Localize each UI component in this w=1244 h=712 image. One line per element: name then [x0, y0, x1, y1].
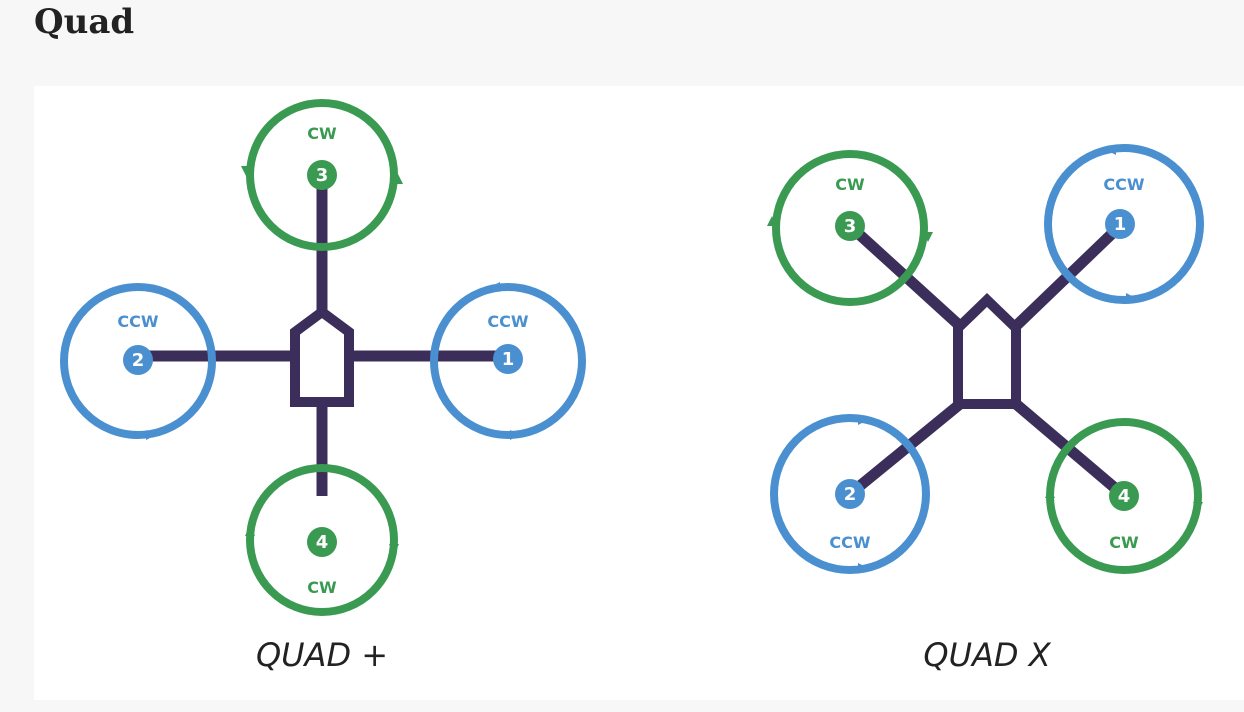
quad-plus-diagram: CW 3 4 CW CCW 2	[60, 99, 586, 674]
quad-x-motor-3: CW 3	[767, 150, 933, 306]
motor-number: 3	[316, 165, 329, 186]
motor-direction-label: CW	[307, 578, 337, 597]
quad-plus-frame	[138, 174, 504, 496]
motor-direction-label: CW	[307, 124, 337, 143]
motor-direction-label: CCW	[829, 533, 870, 552]
quad-x-diagram: CW 3 CCW 1 2 CCW	[767, 144, 1204, 674]
propeller-ring	[246, 464, 398, 616]
motor-number: 2	[844, 484, 857, 505]
rotation-arrow-icon	[245, 526, 255, 536]
motor-hub	[835, 211, 865, 241]
motor-hub	[123, 345, 153, 375]
motor-number: 4	[316, 532, 329, 553]
motor-direction-label: CCW	[487, 312, 528, 331]
rotation-arrow-icon	[858, 415, 868, 425]
motor-direction-label: CW	[835, 175, 865, 194]
quad-diagrams-svg: CW 3 4 CW CCW 2	[60, 99, 1204, 674]
motor-number: 4	[1118, 486, 1131, 507]
quad-x-body	[953, 293, 1021, 409]
rotation-arrow-icon	[146, 430, 156, 440]
quad-plus-motor-4: 4 CW	[245, 464, 399, 616]
rotation-arrow-icon	[393, 174, 403, 184]
motor-hub	[835, 479, 865, 509]
motor-hub	[307, 160, 337, 190]
motor-number: 1	[502, 349, 515, 370]
rotation-arrow-icon	[241, 166, 251, 176]
propeller-ring	[430, 283, 586, 439]
rotation-arrow-icon	[1126, 293, 1136, 303]
motor-hub	[493, 344, 523, 374]
motor-number: 1	[1114, 214, 1127, 235]
motor-hub	[1105, 209, 1135, 239]
quad-x-caption: QUAD X	[923, 636, 1051, 674]
rotation-arrow-icon	[923, 232, 933, 242]
rotation-arrow-icon	[1045, 488, 1055, 498]
motor-number: 3	[844, 216, 857, 237]
propeller-ring	[772, 150, 928, 306]
motor-direction-label: CCW	[1103, 175, 1144, 194]
rotation-arrow-icon	[858, 563, 868, 573]
quad-plus-caption: QUAD +	[256, 636, 388, 674]
rotation-arrow-icon	[1106, 145, 1116, 155]
quad-plus-motor-1: CCW 1	[430, 282, 586, 440]
motor-hub	[307, 527, 337, 557]
propeller-ring	[60, 283, 216, 439]
motor-number: 2	[132, 350, 145, 371]
page-title: Quad	[34, 2, 135, 42]
propeller-ring	[770, 414, 930, 574]
rotation-arrow-icon	[767, 216, 777, 226]
propeller-ring	[246, 99, 398, 251]
motor-hub	[1109, 481, 1139, 511]
quad-x-motor-1: CCW 1	[1044, 144, 1204, 304]
propeller-ring	[1044, 144, 1204, 304]
quad-x-arm	[846, 399, 964, 499]
motor-direction-label: CCW	[117, 312, 158, 331]
quad-x-motor-4: 4 CW	[1045, 418, 1203, 574]
rotation-arrow-icon	[1193, 502, 1203, 512]
quad-x-frame	[846, 221, 1126, 499]
quad-x-motor-2: 2 CCW	[770, 414, 930, 574]
rotation-arrow-icon	[490, 282, 500, 292]
quad-configurations-figure: CW 3 4 CW CCW 2	[34, 86, 1244, 700]
quad-plus-motor-3: CW 3	[241, 99, 403, 251]
rotation-arrow-icon	[510, 430, 520, 440]
quad-plus-motor-2: CCW 2	[60, 283, 216, 440]
rotation-arrow-icon	[389, 544, 399, 554]
motor-direction-label: CW	[1109, 533, 1139, 552]
quad-plus-body	[290, 305, 354, 407]
